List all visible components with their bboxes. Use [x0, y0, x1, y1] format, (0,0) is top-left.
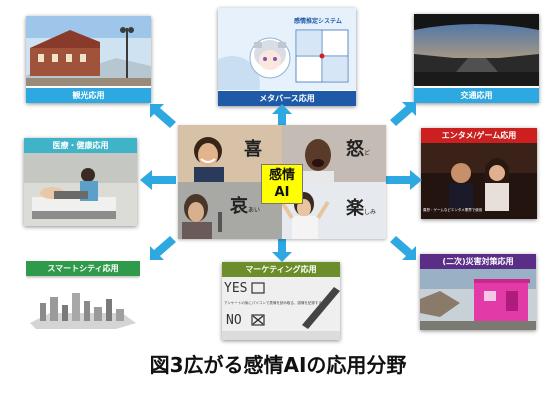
arrow-to-smartcity [150, 236, 176, 260]
emotion-ai-label-line1: 感情 [268, 168, 295, 183]
card-entertainment: エンタメ/ゲーム応用 喜怒・ゲームなどエンタメ業界で使用 [421, 128, 537, 219]
traffic-photo [414, 14, 539, 86]
arrow-to-entertainment [386, 170, 422, 190]
entertainment-label: エンタメ/ゲーム応用 [421, 128, 537, 143]
metaverse-label: メタバース応用 [218, 91, 356, 106]
card-smartcity: スマートシティ応用 [26, 261, 140, 331]
card-disaster: (二次)災害対策応用 [420, 254, 536, 330]
disaster-photo [420, 269, 536, 330]
tourism-photo [26, 16, 151, 86]
kana-anger: ど [364, 150, 371, 157]
kana-pleasure: しみ [364, 209, 377, 216]
marketing-label: マーケティング応用 [222, 262, 340, 277]
medical-label: 医療・健康応用 [24, 138, 137, 153]
kanji-pleasure: 楽しみ [346, 198, 377, 219]
entertainment-subtitle: 喜怒・ゲームなどエンタメ業界で使用 [423, 208, 483, 212]
arrow-to-medical [140, 170, 176, 190]
card-metaverse: 感情推定システム メタバース応用 [218, 8, 356, 106]
marketing-yes: YES [224, 281, 248, 296]
medical-photo [24, 153, 137, 226]
smartcity-illustration [26, 283, 140, 331]
arrow-to-metaverse [272, 104, 292, 126]
arrow-to-tourism [150, 104, 176, 128]
card-medical: 医療・健康応用 [24, 138, 137, 226]
kanji-sorrow: 哀あい [230, 196, 261, 217]
metaverse-panel: 感情推定システム [218, 8, 356, 90]
entertainment-photo: 喜怒・ゲームなどエンタメ業界で使用 [421, 143, 537, 219]
arrow-to-traffic [390, 102, 416, 126]
tourism-label: 観光応用 [26, 88, 151, 103]
kana-sorrow: あい [248, 207, 261, 214]
disaster-label: (二次)災害対策応用 [420, 254, 536, 269]
emotion-ai-label-line2: AI [274, 185, 290, 200]
marketing-no: NO [226, 313, 242, 328]
arrow-to-marketing [272, 238, 292, 262]
arrow-to-disaster [390, 236, 416, 260]
traffic-label: 交通応用 [414, 88, 539, 103]
card-tourism: 観光応用 [26, 16, 151, 103]
marketing-photo: YES NO アンケートの後にパソコンで表情を読み取る、感情を記録する [222, 277, 340, 340]
figure-caption: 図3広がる感情AIの応用分野 [149, 353, 407, 377]
sorrow-photo: 哀あい [178, 182, 282, 239]
card-traffic: 交通応用 [414, 14, 539, 103]
emotion-ai-label: 感情 AI [261, 164, 303, 204]
metaverse-panel-title: 感情推定システム [294, 18, 342, 25]
kanji-anger: 怒ど [346, 139, 371, 160]
kanji-joy: 喜 [244, 139, 262, 160]
marketing-note: アンケートの後にパソコンで表情を読み取る、感情を記録する [224, 301, 322, 305]
card-marketing: マーケティング応用 YES NO アンケートの後にパソコンで表情を読み取る、感情… [222, 262, 340, 340]
smartcity-label: スマートシティ応用 [26, 261, 140, 276]
